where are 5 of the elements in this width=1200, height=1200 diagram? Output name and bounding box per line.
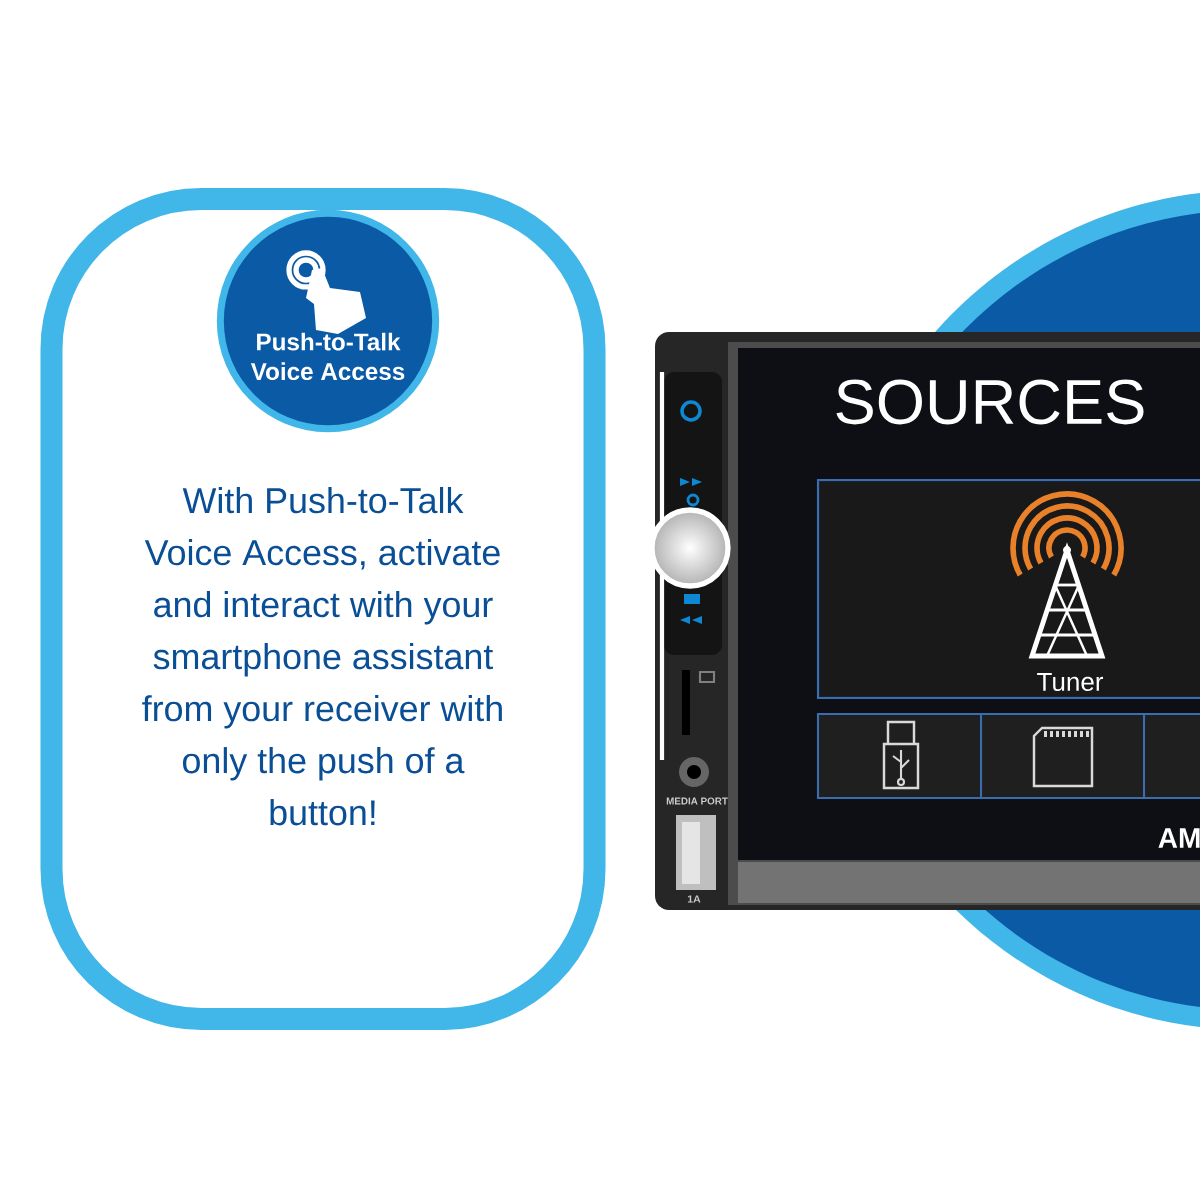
port-label: MEDIA PORT bbox=[666, 797, 728, 805]
current-label: 1A bbox=[687, 895, 701, 903]
band-label: AM bbox=[1158, 828, 1200, 848]
screen-title: SOURCES bbox=[836, 379, 1144, 425]
tile-label: Tuner bbox=[1037, 672, 1104, 692]
